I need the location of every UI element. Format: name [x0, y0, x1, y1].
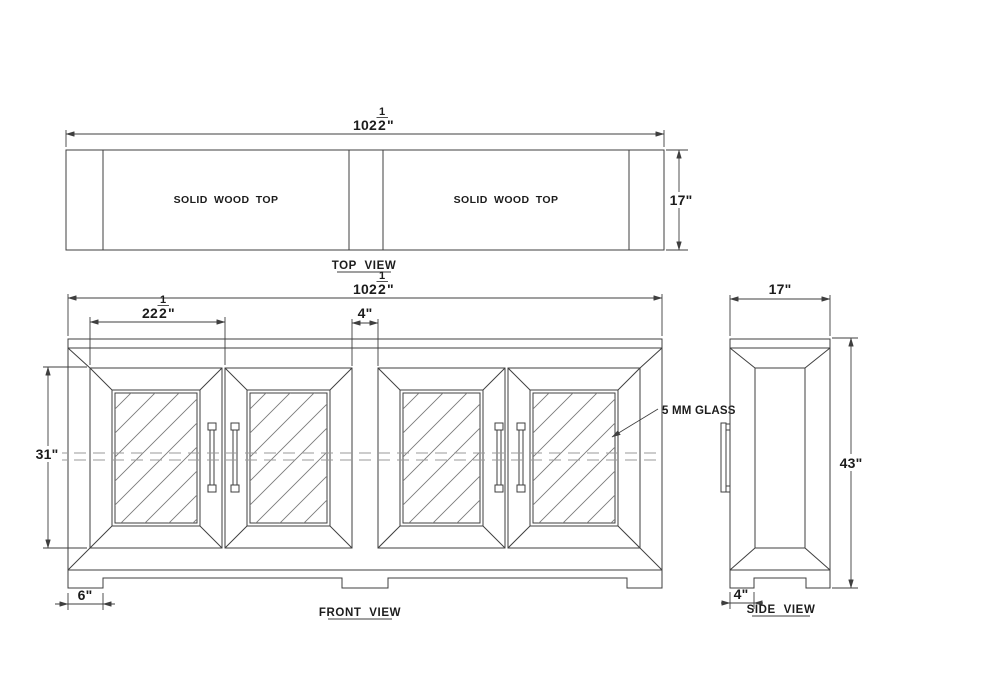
glass-callout: 5 MM GLASS [611, 405, 736, 438]
side-cabinet-outline [729, 338, 831, 571]
svg-text:1: 1 [379, 106, 385, 118]
front-cabinet-outline [67, 338, 663, 571]
door-1 [89, 367, 223, 549]
door-4-glass-hatch [533, 393, 615, 523]
dim-overall-height: 43" [832, 337, 866, 589]
svg-text:17": 17" [769, 281, 792, 297]
door-3 [377, 367, 506, 549]
side-view-label: SIDE VIEW [747, 604, 816, 617]
dim-top-depth: 17" [666, 149, 695, 251]
svg-text:": " [387, 281, 394, 297]
svg-text:6": 6" [78, 587, 93, 603]
door-4 [507, 367, 641, 549]
svg-text:": " [387, 117, 394, 133]
svg-text:1: 1 [379, 270, 385, 282]
door-1-glass-hatch [115, 393, 197, 523]
dim-side-foot: 4" [721, 586, 763, 609]
svg-text:SIDE VIEW: SIDE VIEW [747, 604, 816, 616]
top-view-outline [65, 149, 665, 251]
svg-text:TOP VIEW: TOP VIEW [332, 260, 397, 272]
svg-text:31": 31" [36, 446, 59, 462]
svg-text:22: 22 [142, 305, 158, 321]
svg-text:1: 1 [160, 294, 166, 306]
dim-front-overall-width: 102 2 " 1 [67, 270, 663, 336]
svg-text:102: 102 [353, 117, 377, 133]
side-handle [720, 422, 731, 493]
side-view: 17" 43" [720, 281, 866, 617]
dim-door-height: 31" [32, 366, 87, 549]
door-2-handle [230, 422, 240, 493]
dim-door-width: 22 2 " 1 [89, 294, 226, 365]
door-2 [224, 367, 353, 549]
svg-text:2: 2 [378, 117, 386, 133]
svg-text:17": 17" [670, 192, 693, 208]
glass-callout-text: 5 MM GLASS [662, 405, 736, 417]
svg-text:": " [168, 305, 175, 321]
dim-side-depth: 17" [729, 281, 831, 336]
side-panel [754, 367, 806, 549]
svg-text:43": 43" [840, 455, 863, 471]
front-view: 102 2 " 1 22 2 " 1 4" [32, 270, 736, 620]
svg-text:2: 2 [378, 281, 386, 297]
dim-top-overall-width: 102 2 " 1 [65, 106, 665, 147]
door-1-handle [207, 422, 217, 493]
solid-wood-top-note-left: SOLID WOOD TOP [174, 194, 279, 206]
door-4-handle [516, 422, 526, 493]
dim-front-foot: 6" [55, 587, 115, 610]
dim-center-gap: 4" [351, 305, 379, 366]
solid-wood-top-note-right: SOLID WOOD TOP [454, 194, 559, 206]
svg-text:102: 102 [353, 281, 377, 297]
svg-text:4": 4" [734, 586, 749, 602]
front-plinth [67, 570, 663, 589]
svg-text:2: 2 [159, 305, 167, 321]
door-2-glass-hatch [250, 393, 327, 523]
hidden-shelf-line [55, 452, 661, 461]
top-view-label: TOP VIEW [332, 260, 397, 273]
svg-text:FRONT VIEW: FRONT VIEW [319, 607, 401, 619]
door-3-glass-hatch [403, 393, 480, 523]
svg-text:4": 4" [358, 305, 373, 321]
side-plinth [729, 570, 831, 589]
front-view-label: FRONT VIEW [319, 607, 401, 620]
door-3-handle [494, 422, 504, 493]
top-view: SOLID WOOD TOP SOLID WOOD TOP 102 2 " 1 … [65, 106, 695, 273]
